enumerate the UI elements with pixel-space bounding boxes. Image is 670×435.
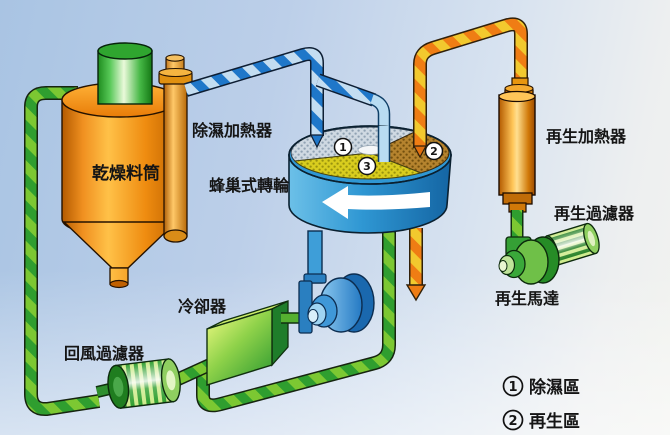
legend-num-1: 1	[508, 380, 517, 395]
legend-label-regen-zone: 再生區	[529, 411, 580, 432]
label-hopper: 乾燥料筒	[92, 163, 160, 184]
dehumid-heater-tube	[158, 54, 193, 243]
zone3-badge: 3	[363, 160, 371, 173]
return-air-filter	[95, 358, 181, 409]
zone-badges: 1 2 3	[333, 137, 444, 176]
blower-duct	[303, 230, 327, 284]
regen-heater	[498, 77, 536, 213]
purge-return-pipe	[196, 230, 396, 413]
pipe-stub-zone1	[310, 122, 324, 149]
rotation-arrow	[322, 186, 430, 219]
return-air-pipe-left	[24, 86, 101, 417]
hopper-cone	[62, 221, 178, 269]
dry-air-pipe	[183, 47, 324, 138]
exhaust-pipe	[405, 228, 427, 302]
label-cooler: 冷卻器	[178, 297, 227, 316]
process-blower-motor	[298, 273, 375, 334]
regen-hot-air-pipe	[412, 17, 528, 159]
label-regen-heater: 再生加熱器	[546, 127, 627, 146]
label-return-filter: 回風過濾器	[64, 344, 145, 363]
regen-supply-arrow-tip	[412, 145, 428, 159]
drying-hopper	[61, 42, 179, 289]
exhaust-arrow-tip	[405, 284, 427, 302]
legend-label-dehumid-zone: 除濕區	[529, 377, 580, 398]
legend-item-regen-zone: 2 再生區	[502, 409, 580, 432]
label-dehumid-heater: 除濕加熱器	[192, 121, 273, 140]
label-regen-motor: 再生馬達	[495, 289, 559, 308]
legend-item-dehumid-zone: 1 除濕區	[502, 375, 580, 398]
legend: 1 除濕區 2 再生區	[502, 375, 580, 432]
purge-supply-pipe	[315, 73, 391, 140]
hopper-spout	[109, 267, 129, 289]
zone2-badge: 2	[430, 145, 438, 158]
legend-num-2: 2	[508, 414, 517, 429]
zone1-badge: 1	[339, 141, 347, 154]
hopper-loader	[97, 42, 153, 105]
label-rotor: 蜂巢式轉輪	[209, 176, 290, 195]
label-regen-filter: 再生過濾器	[554, 204, 635, 223]
regen-motor	[498, 236, 560, 285]
